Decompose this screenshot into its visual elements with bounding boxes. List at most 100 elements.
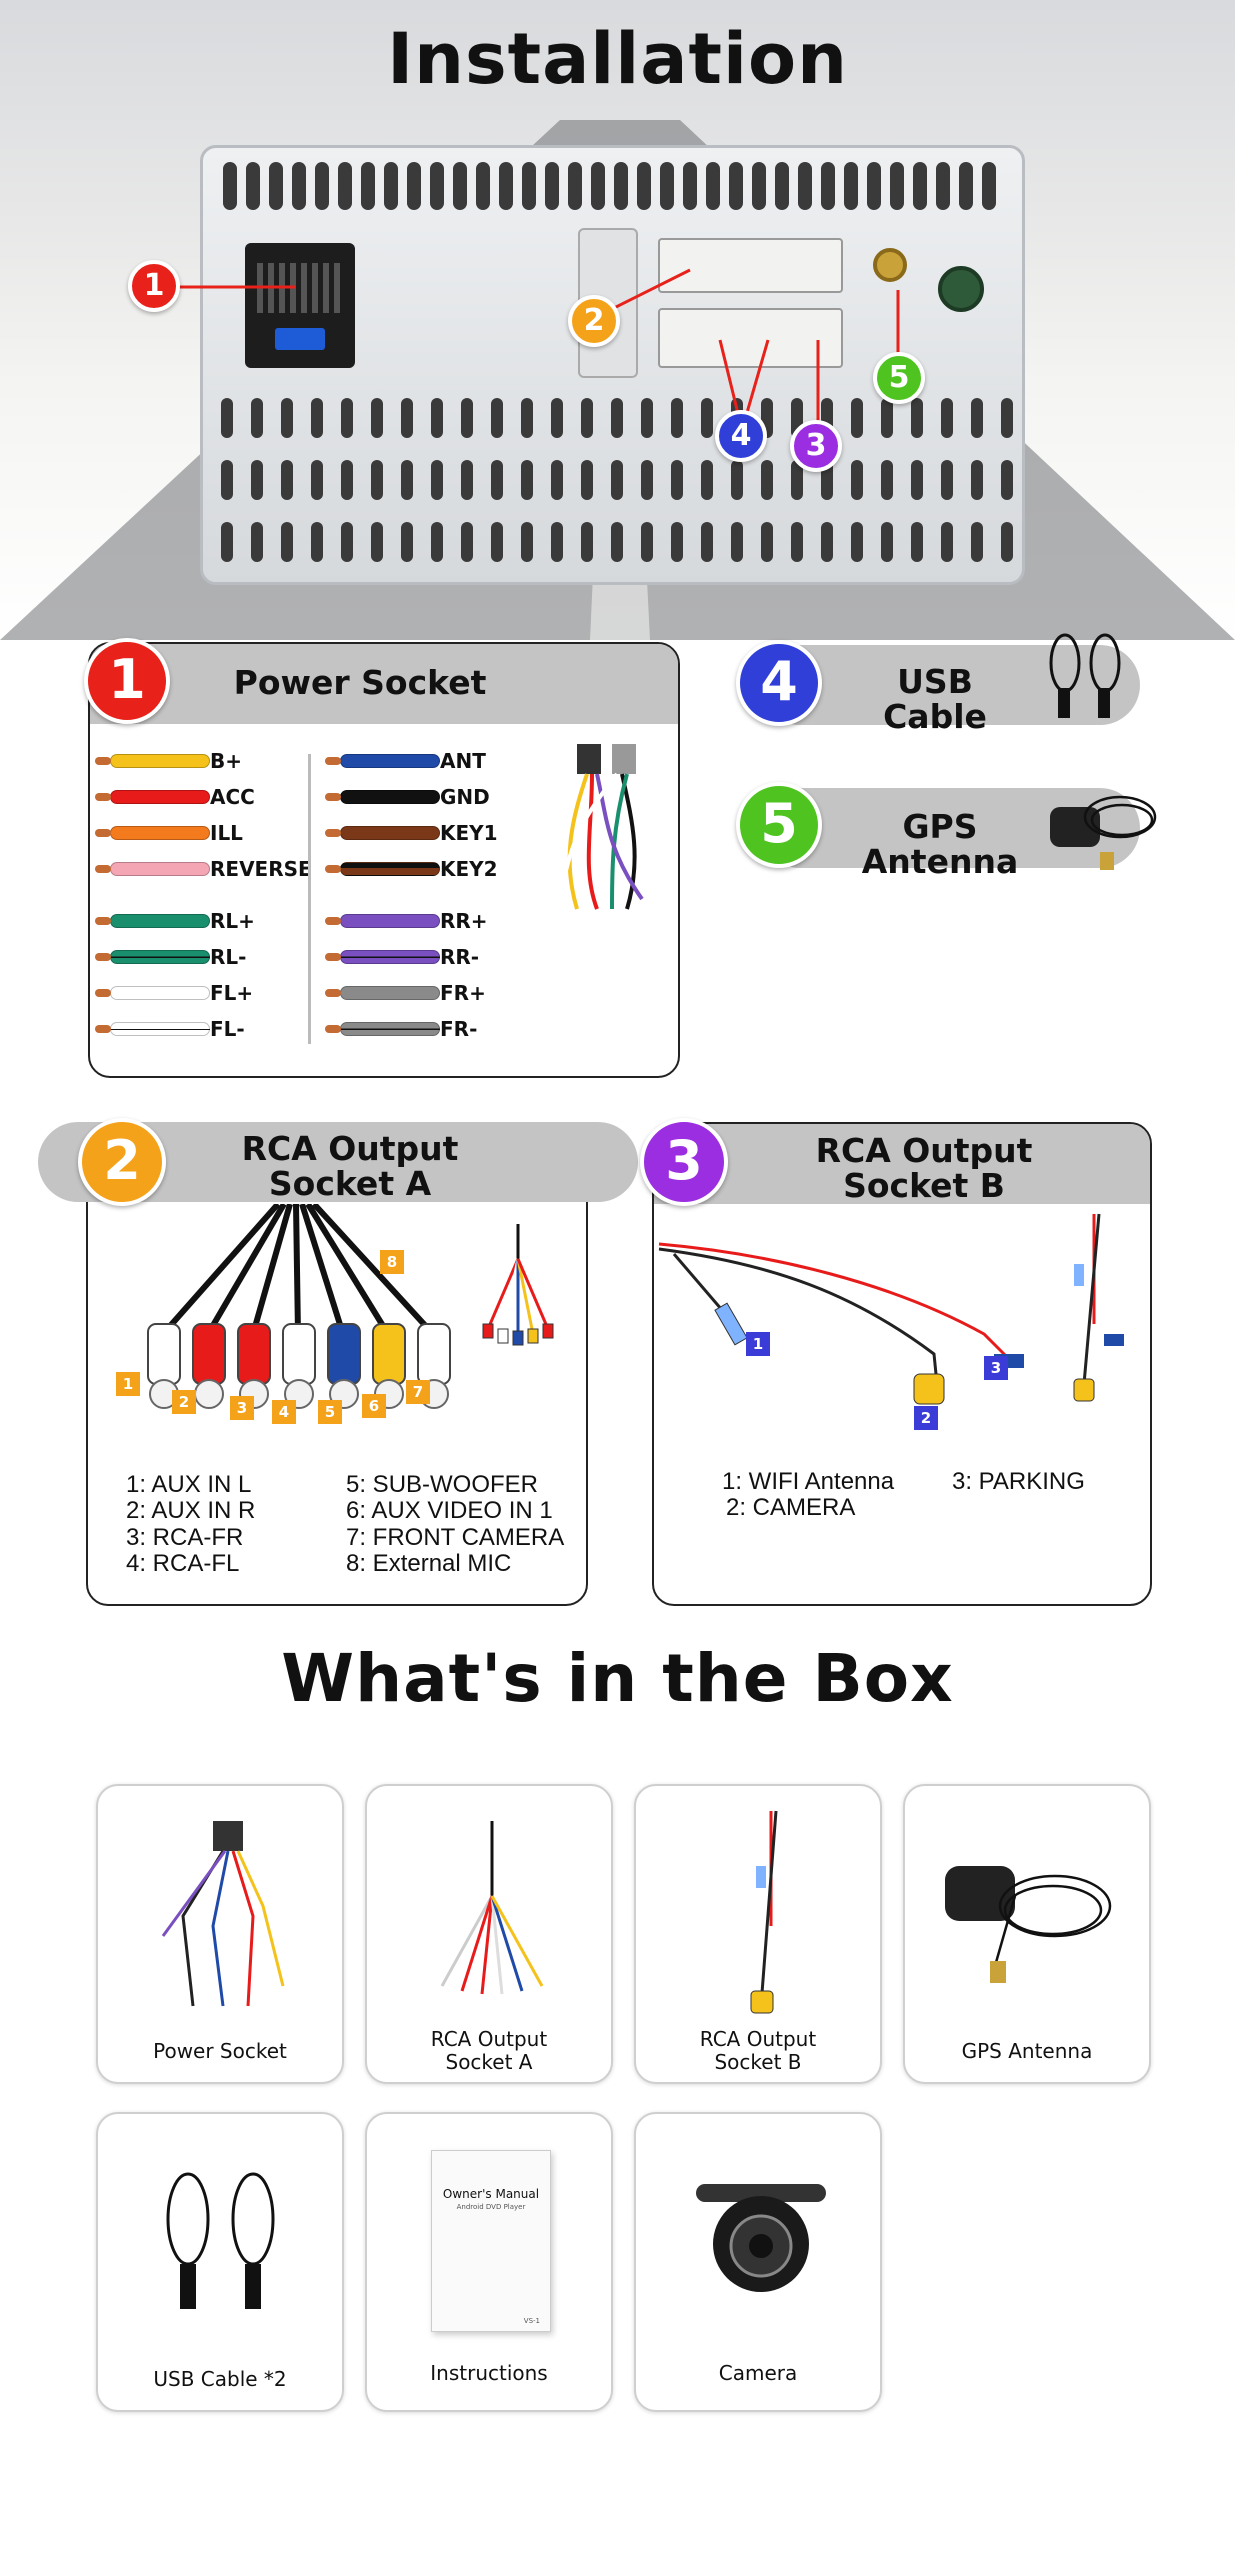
rca-plug [237,1323,271,1385]
fuse-icon [275,328,325,350]
vent-slot [731,460,743,500]
rca-socket-b-panel: RCA Output Socket B 1: WIFI Antenna 2: C… [652,1122,1152,1606]
vent-slot [431,522,443,562]
rca-a-tag-3: 3 [230,1396,254,1420]
wire-key1 [325,826,440,840]
rca-b-tag-3: 3 [984,1356,1008,1380]
vent-slot [844,162,858,210]
vent-slot [881,460,893,500]
vent-slot [581,460,593,500]
box-item-power-socket: Power Socket [96,1784,344,2084]
manual-subtitle: Android DVD Player [456,2203,526,2211]
vent-slot [315,162,329,210]
vent-slot [341,398,353,438]
rca-b-title-line2: Socket B [843,1165,1005,1205]
power-socket-title: Power Socket [233,663,487,702]
head-unit-rear [200,145,1025,585]
usb-cable-header [760,645,1140,725]
vent-slot [637,162,651,210]
vent-slot [971,522,983,562]
wire-rl-plus [95,914,210,928]
vent-slot [851,398,863,438]
rca-a-small-icon [482,1224,554,1346]
vent-slot [959,162,973,210]
wire-label: GND [440,785,490,809]
wire-divider [308,754,311,1044]
vent-slot [551,398,563,438]
wire-label: ACC [210,785,255,809]
box-item-label: USB Cable *2 [153,2367,287,2391]
legend-item: 2: AUX IN R [126,1497,256,1525]
rca-a-tag-8: 8 [380,1250,404,1274]
wire-gnd [325,790,440,804]
vent-slot [491,398,503,438]
vent-slot [731,522,743,562]
gps-icon [945,1866,1112,1983]
box-item-usb-cable: USB Cable *2 [96,2112,344,2412]
vent-slot [911,522,923,562]
rca-socket-a-port [658,238,843,293]
vent-slot [221,398,233,438]
box-item-label: Power Socket [153,2039,287,2063]
wire-fr-minus [325,1022,440,1036]
vent-slot [660,162,674,210]
rca-a-legend-right: 5: SUB-WOOFER 6: AUX VIDEO IN 1 7: FRONT… [346,1471,564,1578]
wire-label: RL+ [210,909,255,933]
vent-slot [341,460,353,500]
gps-connector-icon [873,248,907,282]
rca-a-tag-4: 4 [272,1400,296,1424]
callout-badge-4: 4 [715,410,767,462]
vent-slot [614,162,628,210]
rca-a-badge: 2 [78,1118,166,1206]
vent-slot [551,522,563,562]
vent-slot [941,398,953,438]
callout-badge-2: 2 [568,295,620,347]
wire-label: FL- [210,1017,245,1041]
vent-slot [890,162,904,210]
vent-slot [401,460,413,500]
vent-slot [581,522,593,562]
gps-antenna-badge: 5 [736,782,822,868]
rca-a-legend-left: 1: AUX IN L 2: AUX IN R 3: RCA-FR 4: RCA… [126,1471,256,1578]
wire-ant [325,754,440,768]
label-line1: RCA Output [699,2027,817,2051]
vent-slot [881,398,893,438]
wire-label: FL+ [210,981,254,1005]
rca-plug [192,1323,226,1385]
vent-slot [223,162,237,210]
vent-slot [641,398,653,438]
vent-slot [461,460,473,500]
vent-slot [911,460,923,500]
wire-fl-minus [95,1022,210,1036]
wire-rr-minus [325,950,440,964]
vent-slot [881,522,893,562]
rca-b-legend-right: 3: PARKING [952,1468,1085,1495]
vent-slot [384,162,398,210]
vent-slot [752,162,766,210]
vent-slot [941,522,953,562]
vent-slot [491,522,503,562]
rca-b-tag-2: 2 [914,1406,938,1430]
vent-slot [341,522,353,562]
vent-slot [791,522,803,562]
rca-a-title-line2: Socket A [268,1163,432,1203]
rca-b-legend-left: 1: WIFI Antenna 2: CAMERA [722,1468,894,1522]
rca-b-icon [750,1810,778,2014]
wire-ill [95,826,210,840]
vent-slot [941,460,953,500]
callout-badge-3: 3 [790,420,842,472]
vent-slot [791,460,803,500]
vent-slot [761,460,773,500]
box-item-label: GPS Antenna [961,2039,1093,2063]
vent-slot [701,398,713,438]
usb-cable-icon [1049,633,1121,718]
rca-plug [327,1323,361,1385]
rca-a-icon [440,1821,544,1995]
vent-slot [281,398,293,438]
wire-label: REVERSE [210,857,312,881]
